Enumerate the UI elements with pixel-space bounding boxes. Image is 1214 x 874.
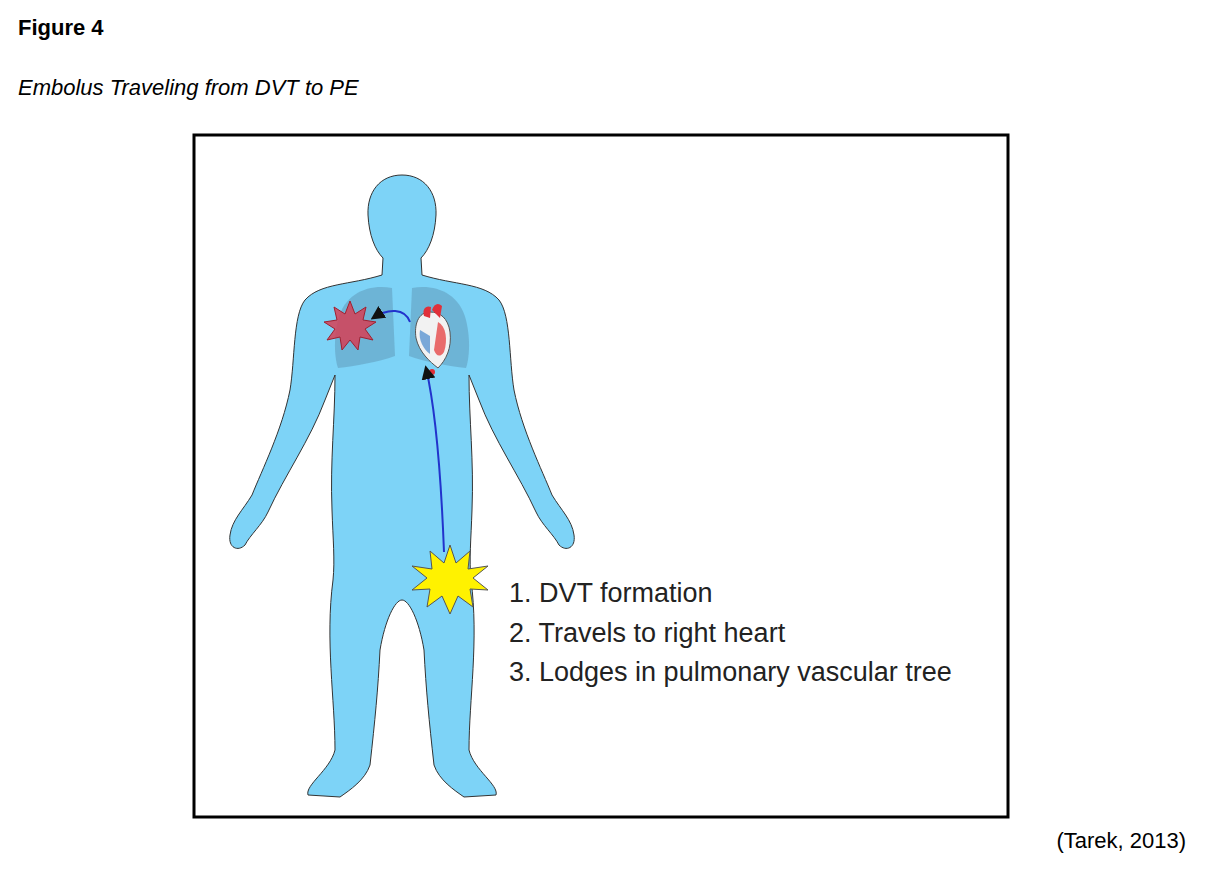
step-label: 3. Lodges in pulmonary vascular tree [509,657,952,688]
citation: (Tarek, 2013) [1056,828,1186,854]
right-lung [409,287,469,368]
step-label: 2. Travels to right heart [509,618,785,649]
embolus-path-arrow [426,368,444,552]
dvt-star [412,545,488,614]
embolus-star [324,301,376,350]
step-label: 1. DVT formation [509,578,713,609]
figure-caption: Embolus Traveling from DVT to PE [18,75,359,101]
pulmonary-arrow [373,311,410,322]
figure-title: Figure 4 [18,15,104,41]
frame [194,135,1008,817]
heart-icon [416,304,451,375]
human-silhouette [230,175,575,797]
